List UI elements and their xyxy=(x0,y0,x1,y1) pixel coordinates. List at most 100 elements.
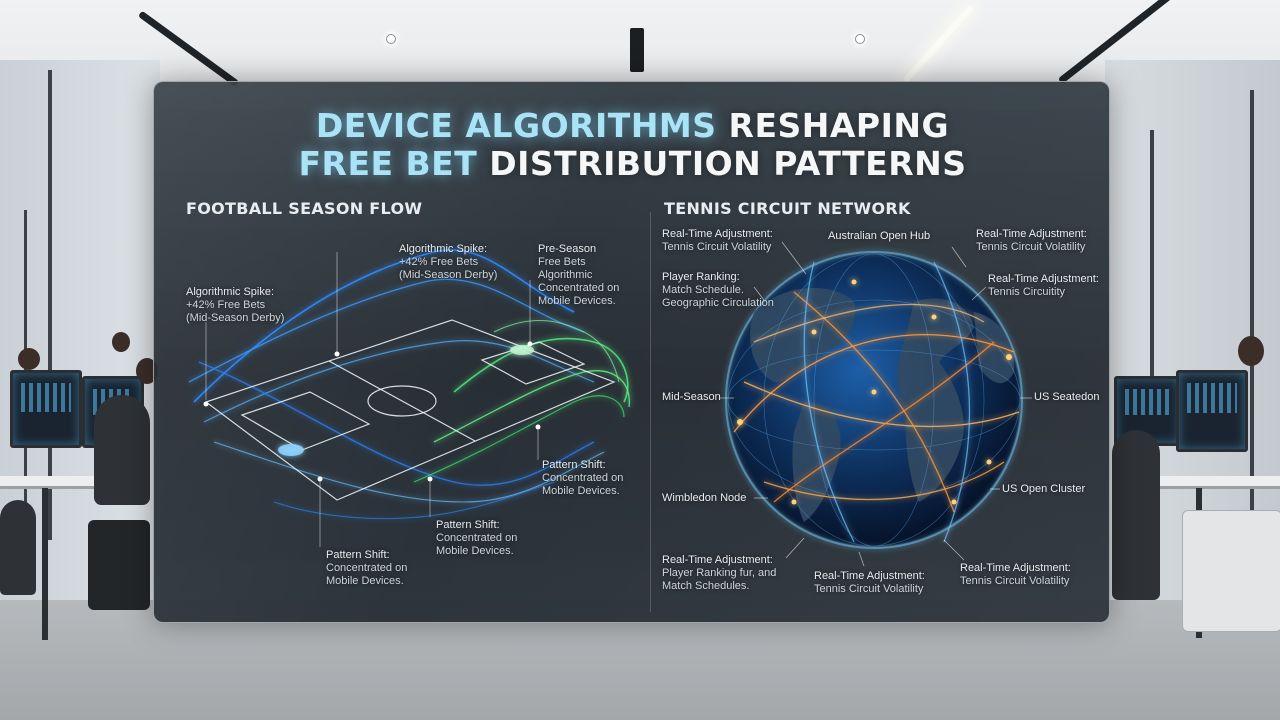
label-detail: Free Bets xyxy=(538,256,586,268)
label-detail: Concentrated on xyxy=(538,282,620,294)
ceiling-spotlight xyxy=(386,34,396,44)
continent-asia xyxy=(974,312,1015,384)
pitch-halfway-line xyxy=(328,360,476,442)
football-callout-lines xyxy=(205,252,539,547)
callout-dot xyxy=(535,424,541,430)
blue-data-flow xyxy=(188,249,605,520)
label-heading: Pre-Season xyxy=(538,243,597,255)
label-detail: Algorithmic xyxy=(538,269,593,281)
callout-dot xyxy=(317,476,323,482)
tennis-callout-lines xyxy=(720,241,1032,567)
label-detail: Mobile Devices. xyxy=(542,485,620,497)
tennis-label-mid-season: Mid-Season xyxy=(662,391,721,404)
office-chair xyxy=(88,520,150,610)
green-flow-wave xyxy=(453,337,629,403)
football-label-spike-left: Algorithmic Spike: +42% Free Bets (Mid-S… xyxy=(186,286,284,325)
football-section-heading: FOOTBALL SEASON FLOW xyxy=(186,199,423,218)
connection-arc xyxy=(753,303,985,343)
title-text: DISTRIBUTION PATTERNS xyxy=(489,144,967,183)
label-heading: Australian Open Hub xyxy=(828,230,931,242)
background-person-head xyxy=(1238,336,1264,366)
city-node xyxy=(791,499,797,505)
football-label-shift-mid: Pattern Shift: Concentrated on Mobile De… xyxy=(436,519,517,558)
pitch-outline xyxy=(204,319,616,501)
title-highlight: DEVICE ALGORITHMS xyxy=(315,106,717,145)
label-detail: Match Schedules. xyxy=(662,580,750,592)
callout-line xyxy=(971,286,987,301)
label-detail: (Mid-Season Derby) xyxy=(186,312,285,324)
football-label-shift-low: Pattern Shift: Concentrated on Mobile De… xyxy=(326,549,407,588)
label-heading: Real-Time Adjustment: xyxy=(814,570,925,582)
label-heading: Pattern Shift: xyxy=(542,459,606,471)
connection-arc xyxy=(773,341,995,503)
pitch-hotspot xyxy=(510,345,534,355)
football-pitch xyxy=(204,319,616,501)
callout-line xyxy=(781,241,807,275)
city-node xyxy=(1006,354,1012,360)
pitch-hotspot xyxy=(278,444,304,456)
tennis-label-australian-open: Australian Open Hub xyxy=(828,230,930,243)
label-heading: Real-Time Adjustment: xyxy=(976,228,1087,240)
label-detail: Player Ranking fur, and xyxy=(662,567,777,579)
label-heading: Pattern Shift: xyxy=(326,549,390,561)
label-detail: Mobile Devices. xyxy=(538,295,616,307)
tennis-section-heading: TENNIS CIRCUIT NETWORK xyxy=(664,199,911,218)
football-label-preseason: Pre-Season Free Bets Algorithmic Concent… xyxy=(538,243,619,308)
section-divider xyxy=(650,212,651,612)
blue-flow-wave xyxy=(213,441,605,503)
pitch-hotspots xyxy=(278,345,534,456)
blue-flow-wave xyxy=(273,481,555,520)
window-frame xyxy=(1250,90,1254,510)
football-label-shift-right: Pattern Shift: Concentrated on Mobile De… xyxy=(542,459,623,498)
label-heading: Algorithmic Spike: xyxy=(399,243,488,255)
label-detail: Tennis Circuit Volatility xyxy=(960,575,1070,587)
callout-dot xyxy=(527,341,533,347)
connection-arc xyxy=(733,334,1015,433)
city-node xyxy=(851,279,857,285)
globe-parallel xyxy=(727,349,1021,451)
label-heading: US Seatedon xyxy=(1034,391,1100,403)
globe-meridian xyxy=(813,253,935,547)
callout-line xyxy=(753,286,765,301)
label-detail: +42% Free Bets xyxy=(186,299,266,311)
title-text: RESHAPING xyxy=(728,106,950,145)
background-person xyxy=(94,395,150,505)
background-person-head xyxy=(136,358,158,384)
tennis-label-rta-bottom-mid: Real-Time Adjustment: Tennis Circuit Vol… xyxy=(814,570,925,596)
pitch-penalty-box-left xyxy=(240,391,371,451)
window-frame xyxy=(48,70,52,540)
connection-arc xyxy=(763,461,1005,501)
label-detail: Match Schedule. xyxy=(662,284,744,296)
connection-arc xyxy=(793,291,955,513)
tennis-label-wimbledon: Wimbledon Node xyxy=(662,492,746,505)
globe-continents xyxy=(750,288,1015,522)
tennis-label-player-ranking: Player Ranking: Match Schedule. Geograph… xyxy=(662,271,774,310)
continent-south-america xyxy=(792,401,841,522)
label-detail: Tennis Circuit Volatility xyxy=(976,241,1086,253)
label-detail: Concentrated on xyxy=(542,472,624,484)
label-detail: Mobile Devices. xyxy=(436,545,514,557)
tennis-label-rta-top-right: Real-Time Adjustment: Tennis Circuit Vol… xyxy=(976,228,1087,254)
football-callout-dots xyxy=(203,341,541,482)
background-person xyxy=(0,500,36,595)
label-detail: +42% Free Bets xyxy=(399,256,479,268)
label-heading: US Open Cluster xyxy=(1002,483,1086,495)
title-highlight: FREE BET xyxy=(298,144,478,183)
city-node xyxy=(811,329,817,335)
city-node xyxy=(871,389,877,395)
callout-line xyxy=(785,537,805,559)
tennis-label-rta-bottom-left: Real-Time Adjustment: Player Ranking fur… xyxy=(662,554,776,593)
label-detail: Geographic Circulation xyxy=(662,297,774,309)
city-node xyxy=(951,499,957,505)
ceiling-spotlight xyxy=(855,34,865,44)
connection-arc xyxy=(933,261,971,543)
label-heading: Player Ranking: xyxy=(662,271,740,283)
background-person-head xyxy=(18,348,40,370)
office-cabinet xyxy=(1182,510,1280,632)
callout-line xyxy=(951,246,967,268)
background-person-head xyxy=(112,332,130,352)
window-frame xyxy=(1150,130,1154,510)
continent-north-america xyxy=(750,288,855,382)
callout-dot xyxy=(427,476,433,482)
city-node xyxy=(986,459,992,465)
